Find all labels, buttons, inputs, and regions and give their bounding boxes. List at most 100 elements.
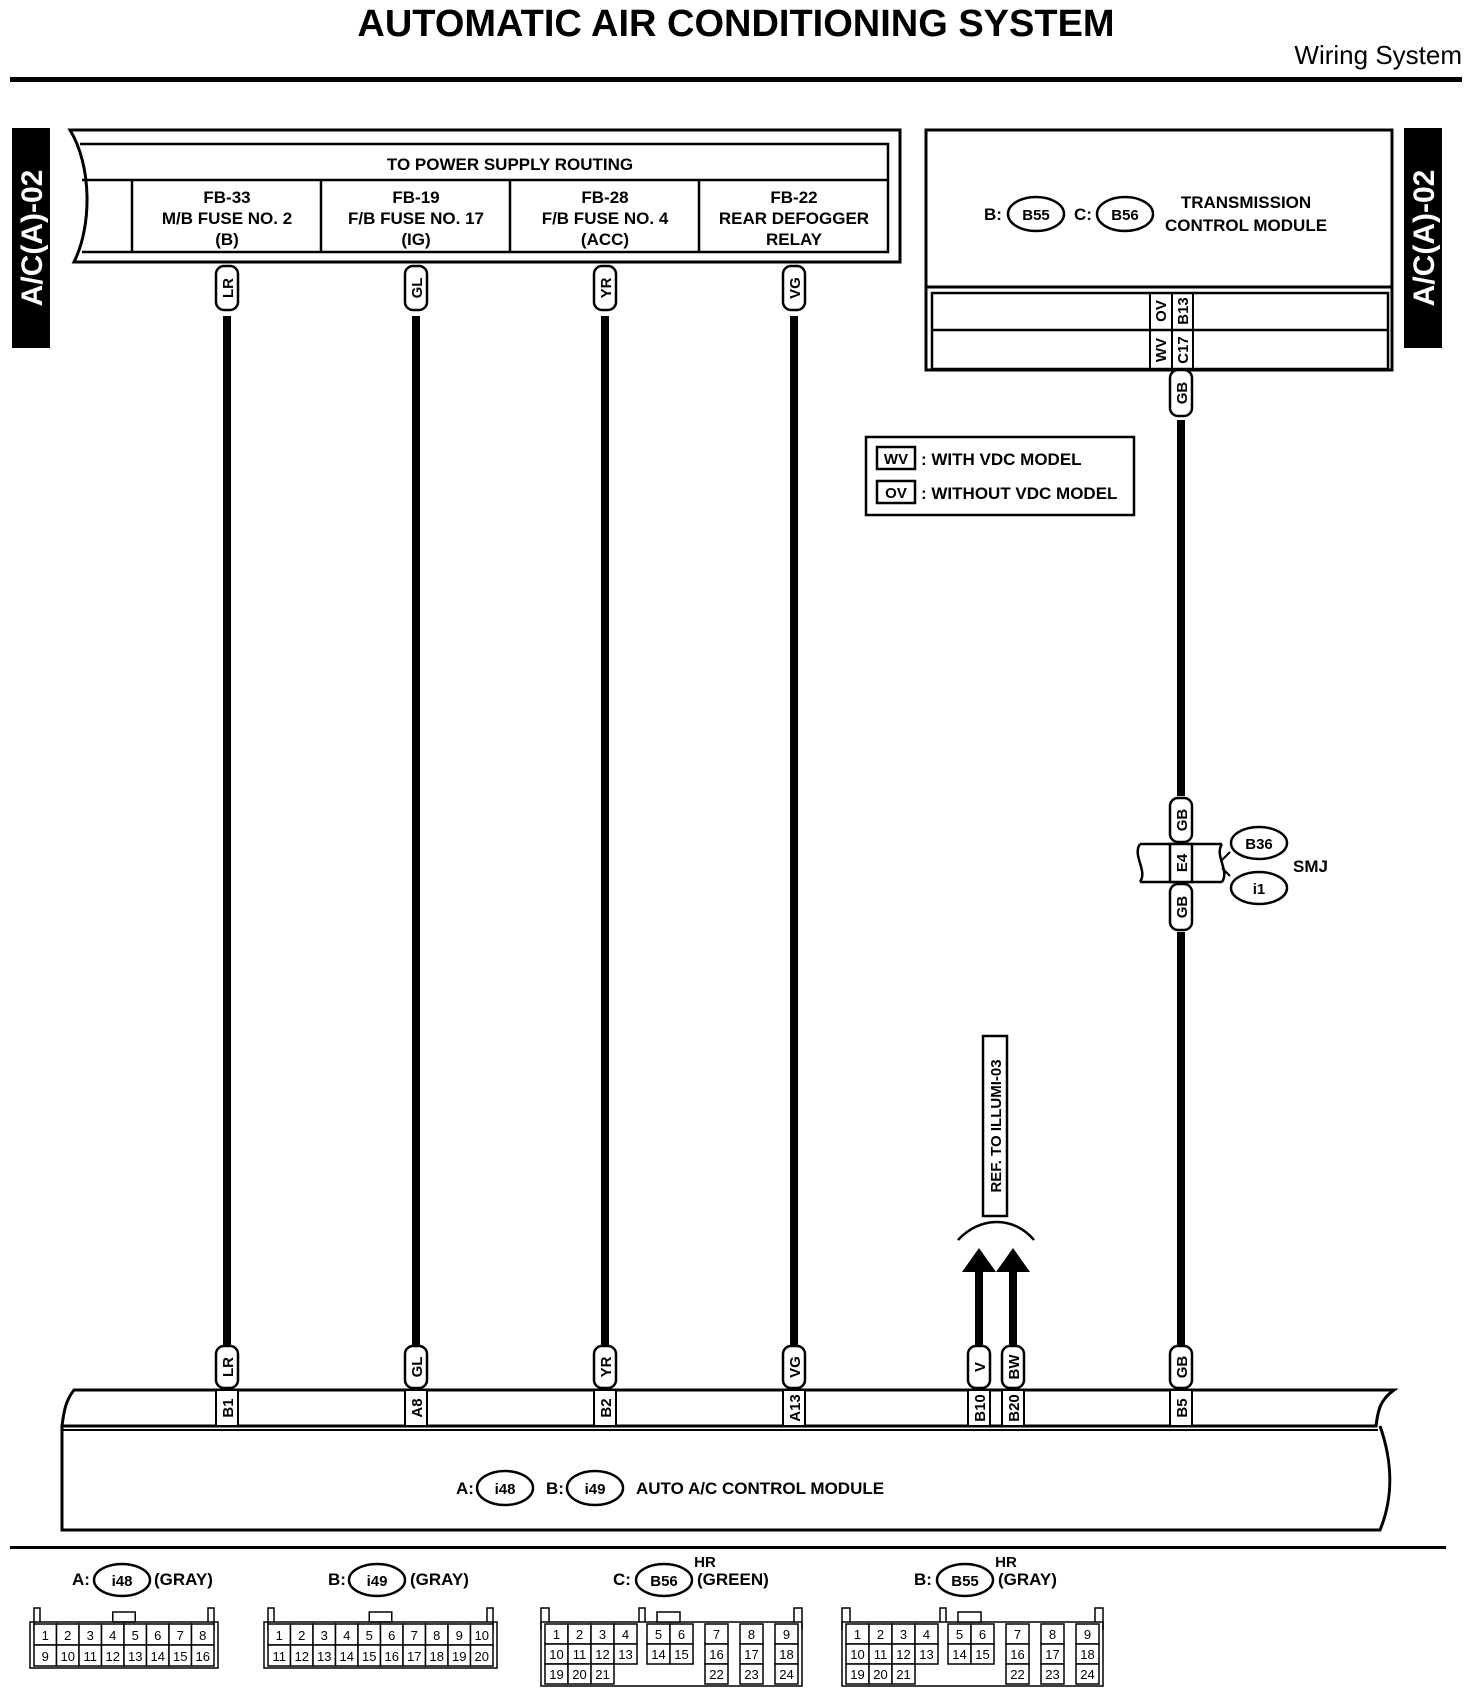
svg-text:B:: B: bbox=[984, 205, 1002, 224]
svg-text:i49: i49 bbox=[585, 1481, 606, 1498]
svg-text:BW: BW bbox=[1006, 1354, 1023, 1380]
svg-text:(GRAY): (GRAY) bbox=[998, 1570, 1057, 1589]
wire-color-tag-top: GB bbox=[1168, 368, 1194, 418]
pin-number: 20 bbox=[475, 1649, 489, 1664]
pin-number: 5 bbox=[366, 1628, 373, 1643]
svg-text:REAR DEFOGGER: REAR DEFOGGER bbox=[719, 209, 869, 228]
svg-text:B56: B56 bbox=[650, 1573, 678, 1590]
pin-number: 7 bbox=[713, 1627, 720, 1642]
footer-rule bbox=[10, 1546, 1446, 1549]
pin-number: 24 bbox=[779, 1667, 793, 1682]
svg-text:B:: B: bbox=[914, 1570, 932, 1589]
pin-number: 12 bbox=[295, 1649, 309, 1664]
pin-number: 8 bbox=[748, 1627, 755, 1642]
pin-number: 11 bbox=[573, 1647, 587, 1662]
svg-text:C:: C: bbox=[1074, 205, 1092, 224]
pin-number: 11 bbox=[874, 1647, 888, 1662]
pin-number: 14 bbox=[151, 1649, 165, 1664]
svg-text:: WITH VDC MODEL: : WITH VDC MODEL bbox=[921, 450, 1082, 469]
svg-text:GL: GL bbox=[409, 278, 426, 299]
wire-color-tag-bottom: GL bbox=[403, 1344, 429, 1390]
pin-number: 4 bbox=[622, 1627, 629, 1642]
pin-number: 1 bbox=[553, 1627, 560, 1642]
pin-number: 18 bbox=[779, 1647, 793, 1662]
pin-number: 9 bbox=[783, 1627, 790, 1642]
pin-number: 10 bbox=[475, 1628, 489, 1643]
pin-number: 3 bbox=[599, 1627, 606, 1642]
pin-number: 20 bbox=[873, 1667, 887, 1682]
svg-text:E4: E4 bbox=[1174, 853, 1191, 872]
wire-color-tag-bottom: LR bbox=[214, 1344, 240, 1390]
svg-text:i49: i49 bbox=[367, 1573, 388, 1590]
transmission-control-module: B: B55 C: B56 TRANSMISSION CONTROL MODUL… bbox=[924, 128, 1394, 372]
page-title: AUTOMATIC AIR CONDITIONING SYSTEM bbox=[357, 3, 1114, 45]
svg-text:B5: B5 bbox=[1174, 1398, 1191, 1417]
pin-number: 16 bbox=[1010, 1647, 1024, 1662]
pin-number: 22 bbox=[1010, 1667, 1024, 1682]
svg-text:C:: C: bbox=[613, 1570, 631, 1589]
fuse-label: FB-33 M/B FUSE NO. 2 (B) bbox=[162, 188, 292, 249]
pin-number: 3 bbox=[87, 1628, 94, 1643]
pin-number: 19 bbox=[549, 1667, 563, 1682]
side-tag-left: A/C(A)-02 bbox=[12, 128, 50, 348]
power-supply-header: TO POWER SUPPLY ROUTING bbox=[387, 155, 633, 174]
pin-number: 23 bbox=[744, 1667, 758, 1682]
svg-text:(GREEN): (GREEN) bbox=[697, 1570, 769, 1589]
svg-text:VG: VG bbox=[787, 277, 804, 299]
pin-number: 7 bbox=[1014, 1627, 1021, 1642]
fuse-label: FB-22 REAR DEFOGGER RELAY bbox=[719, 188, 869, 249]
pin-number: 7 bbox=[177, 1628, 184, 1643]
svg-text:WV: WV bbox=[884, 451, 908, 468]
svg-text:B1: B1 bbox=[220, 1398, 237, 1417]
pin-number: 11 bbox=[273, 1649, 287, 1664]
svg-text:A/C(A)-02: A/C(A)-02 bbox=[1408, 170, 1441, 307]
pin-number: 2 bbox=[298, 1628, 305, 1643]
wire-color-tag-top: VG bbox=[781, 264, 807, 312]
svg-text:YR: YR bbox=[598, 1356, 615, 1377]
svg-text:FB-22: FB-22 bbox=[770, 188, 817, 207]
pin-number: 13 bbox=[919, 1647, 933, 1662]
svg-text:i48: i48 bbox=[112, 1573, 133, 1590]
svg-text:(ACC): (ACC) bbox=[581, 230, 629, 249]
pin-number: 6 bbox=[979, 1627, 986, 1642]
svg-text:YR: YR bbox=[598, 277, 615, 298]
svg-text:(B): (B) bbox=[215, 230, 239, 249]
wire-color-tag-bottom: BW bbox=[1000, 1344, 1026, 1390]
pin-number: 1 bbox=[42, 1628, 49, 1643]
ref-illumi-callout: REF. TO ILLUMI-03 bbox=[957, 1034, 1035, 1272]
power-supply-box: TO POWER SUPPLY ROUTING FB-33 M/B FUSE N… bbox=[67, 128, 902, 264]
pin-number: 10 bbox=[850, 1647, 864, 1662]
svg-text:TRANSMISSION: TRANSMISSION bbox=[1181, 193, 1311, 212]
wire-color-tag-top: LR bbox=[214, 264, 240, 312]
tcm-row2-pin: C17 bbox=[1175, 336, 1192, 364]
pin-number: 10 bbox=[549, 1647, 563, 1662]
pin-number: 2 bbox=[877, 1627, 884, 1642]
pin-number: 3 bbox=[321, 1628, 328, 1643]
pin-number: 8 bbox=[433, 1628, 440, 1643]
pin-number: 11 bbox=[84, 1649, 98, 1664]
svg-text:(IG): (IG) bbox=[401, 230, 430, 249]
pin-number: 13 bbox=[128, 1649, 142, 1664]
svg-text:(GRAY): (GRAY) bbox=[154, 1570, 213, 1589]
svg-text:B2: B2 bbox=[598, 1398, 615, 1417]
svg-text:A13: A13 bbox=[787, 1394, 804, 1422]
svg-text:B55: B55 bbox=[1022, 207, 1050, 224]
svg-text:i1: i1 bbox=[1253, 881, 1266, 898]
pin-number: 12 bbox=[896, 1647, 910, 1662]
svg-text:REF. TO ILLUMI-03: REF. TO ILLUMI-03 bbox=[988, 1059, 1005, 1192]
svg-text:GB: GB bbox=[1174, 809, 1191, 832]
pin-number: 4 bbox=[343, 1628, 350, 1643]
svg-text:FB-19: FB-19 bbox=[392, 188, 439, 207]
svg-text:GL: GL bbox=[409, 1357, 426, 1378]
pin-number: 8 bbox=[1049, 1627, 1056, 1642]
pin-number: 17 bbox=[1045, 1647, 1059, 1662]
pin-number: 3 bbox=[900, 1627, 907, 1642]
tcm-row1-pin: B13 bbox=[1175, 297, 1192, 325]
pin-number: 15 bbox=[173, 1649, 187, 1664]
pin-number: 1 bbox=[854, 1627, 861, 1642]
wire-color-tag-bottom: V bbox=[966, 1344, 992, 1390]
